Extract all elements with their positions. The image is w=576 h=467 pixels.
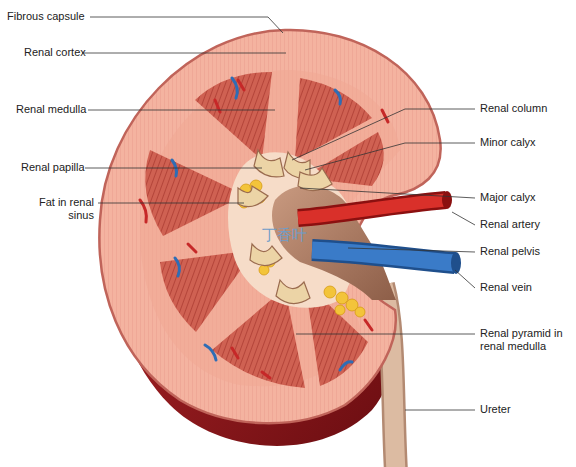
- part-label: Fibrous capsule: [7, 10, 85, 23]
- watermark: 丁香叶: [262, 226, 307, 244]
- leader-lines: [455, 270, 475, 288]
- part-label: Minor calyx: [480, 136, 536, 149]
- part-label: Renal cortex: [24, 46, 86, 59]
- sinus-fat: [324, 286, 336, 298]
- calyces: [276, 280, 310, 304]
- renal-artery: [298, 200, 446, 218]
- arcuate-vessels: [365, 320, 372, 330]
- kidney-cut-face: [99, 30, 440, 423]
- calyces: [238, 150, 332, 304]
- renal-vein: [312, 250, 455, 263]
- arcuate-vessels: [205, 345, 216, 360]
- part-label: Renal pelvis: [480, 245, 540, 258]
- leader-lines: [305, 143, 475, 170]
- part-label: Fat in renal sinus: [26, 196, 94, 222]
- arcuate-vessels: [382, 110, 388, 122]
- renal-vein: [312, 250, 461, 274]
- arcuate-vessels: [232, 78, 237, 98]
- arcuate-vessels: [335, 90, 340, 104]
- calyces: [298, 168, 332, 191]
- arcuate-vessels: [175, 258, 179, 276]
- leader-lines: [85, 168, 262, 169]
- part-label: Renal vein: [480, 281, 532, 294]
- sinus-fat: [259, 265, 269, 275]
- leader-lines: [82, 17, 475, 410]
- part-label: Renal pyramid in renal medulla: [480, 327, 570, 353]
- arcuate-vessels: [262, 372, 270, 378]
- leader-lines: [348, 248, 475, 252]
- calyces: [254, 150, 284, 177]
- part-label: Renal papilla: [21, 161, 85, 174]
- part-label: Ureter: [480, 403, 511, 416]
- part-label: Renal artery: [480, 218, 540, 231]
- leader-lines: [90, 17, 283, 33]
- sinus-fat: [355, 307, 365, 317]
- kidney-cut-face: [99, 30, 440, 423]
- leader-lines: [98, 203, 244, 204]
- arcuate-vessels: [238, 80, 244, 90]
- leader-lines: [82, 53, 286, 54]
- arcuate-vessels: [232, 348, 238, 358]
- renal-vein: [312, 250, 455, 263]
- leader-lines: [300, 188, 475, 198]
- part-label: Renal column: [480, 102, 547, 115]
- leader-lines: [296, 334, 475, 335]
- leader-lines: [405, 410, 475, 411]
- calyces: [250, 244, 282, 266]
- arcuate-vessels: [340, 362, 352, 370]
- sinus-fat: [336, 292, 348, 304]
- part-label: Renal medulla: [16, 103, 86, 116]
- renal-artery: [442, 191, 452, 209]
- renal-pyramids: [195, 72, 272, 160]
- leader-lines: [452, 212, 475, 225]
- leader-lines: [292, 109, 475, 160]
- renal-artery: [298, 200, 446, 218]
- calyces: [238, 186, 268, 207]
- leader-lines: [88, 110, 275, 111]
- sinus-fat: [335, 305, 345, 315]
- part-label: Major calyx: [480, 191, 536, 204]
- arcuate-vessels: [188, 244, 196, 252]
